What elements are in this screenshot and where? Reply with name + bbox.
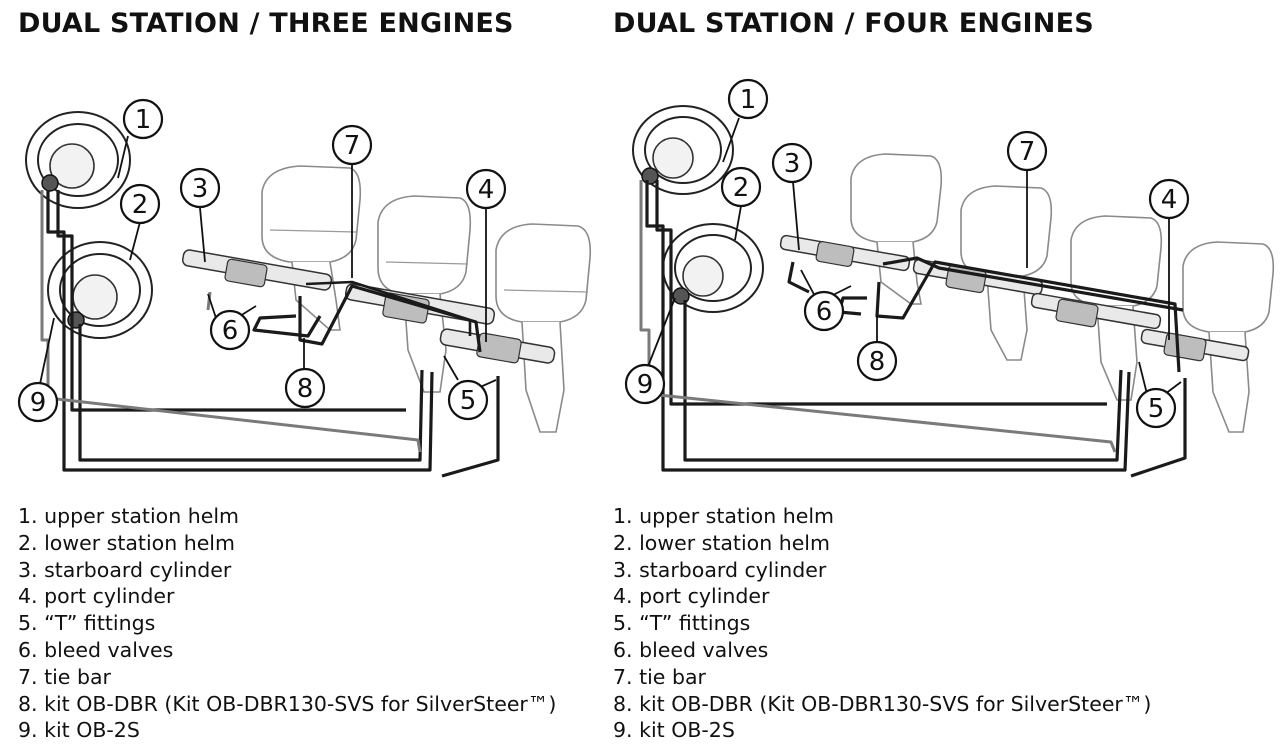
svg-text:4: 4 bbox=[478, 175, 495, 205]
three-engine-diagram: 1 2 3 4 5 6 7 8 9 bbox=[17, 98, 592, 478]
legend-item: 1. upper station helm bbox=[18, 504, 239, 528]
callout-5: 5 bbox=[1135, 387, 1177, 429]
svg-text:2: 2 bbox=[733, 173, 750, 203]
outboard-engine bbox=[960, 185, 1053, 361]
outboard-engine bbox=[1182, 241, 1275, 433]
svg-text:4: 4 bbox=[1161, 185, 1178, 215]
legend-item: 8. kit OB-DBR (Kit OB-DBR130-SVS for Sil… bbox=[613, 691, 1152, 716]
legend-item: 8. kit OB-DBR (Kit OB-DBR130-SVS for Sil… bbox=[18, 691, 557, 716]
callout-7: 7 bbox=[331, 124, 373, 166]
legend-list: 1. upper station helm 2. lower station h… bbox=[613, 503, 1151, 744]
upper-helm bbox=[632, 105, 734, 195]
legend-item: 1. upper station helm bbox=[613, 504, 834, 528]
callout-4: 4 bbox=[465, 168, 507, 210]
legend-item: 7. tie bar bbox=[613, 664, 706, 689]
callout-6: 6 bbox=[209, 309, 251, 351]
callout-5: 5 bbox=[447, 379, 489, 421]
callout-6: 6 bbox=[803, 290, 845, 332]
lower-helm bbox=[662, 223, 764, 313]
legend-item: 9. kit OB-2S bbox=[613, 718, 735, 743]
svg-text:5: 5 bbox=[1148, 394, 1165, 424]
panel-three-engines: DUAL STATION / THREE ENGINES bbox=[0, 0, 620, 750]
svg-text:2: 2 bbox=[132, 190, 149, 220]
legend-item: 9. kit OB-2S bbox=[18, 718, 140, 743]
callout-7: 7 bbox=[1006, 130, 1048, 172]
callout-8: 8 bbox=[284, 367, 326, 409]
callout-2: 2 bbox=[119, 183, 161, 225]
svg-text:8: 8 bbox=[869, 347, 886, 377]
legend-item: 6. bleed valves bbox=[613, 637, 769, 662]
svg-text:9: 9 bbox=[30, 388, 47, 418]
panel-title: DUAL STATION / FOUR ENGINES bbox=[613, 8, 1094, 39]
svg-text:1: 1 bbox=[135, 105, 152, 135]
callout-9: 9 bbox=[17, 381, 59, 423]
svg-text:3: 3 bbox=[784, 149, 801, 179]
legend-item: 6. bleed valves bbox=[18, 637, 174, 662]
four-engine-diagram: 1 2 3 4 5 6 7 8 9 bbox=[624, 78, 1275, 478]
outboard-engine bbox=[495, 223, 592, 433]
panel-title: DUAL STATION / THREE ENGINES bbox=[18, 8, 514, 39]
legend-item: 5. “T” fittings bbox=[613, 611, 751, 636]
panel-four-engines: DUAL STATION / FOUR ENGINES bbox=[595, 0, 1280, 750]
svg-text:3: 3 bbox=[192, 174, 209, 204]
svg-text:8: 8 bbox=[297, 374, 314, 404]
svg-text:5: 5 bbox=[460, 386, 477, 416]
tie-bar bbox=[305, 280, 472, 336]
starboard-cylinder bbox=[779, 234, 911, 272]
outboard-engine bbox=[1070, 215, 1163, 401]
legend-item: 5. “T” fittings bbox=[18, 611, 156, 636]
callout-9: 9 bbox=[624, 363, 666, 405]
callout-4: 4 bbox=[1148, 178, 1190, 220]
legend-item: 3. starboard cylinder bbox=[613, 557, 827, 582]
legend-item: 4. port cylinder bbox=[18, 584, 175, 609]
callout-1: 1 bbox=[122, 98, 164, 140]
svg-text:6: 6 bbox=[222, 316, 239, 346]
svg-text:7: 7 bbox=[1019, 137, 1036, 167]
svg-text:6: 6 bbox=[816, 297, 833, 327]
outboard-engine bbox=[850, 153, 943, 305]
legend-list: 1. upper station helm 2. lower station h… bbox=[18, 503, 556, 744]
callout-3: 3 bbox=[771, 142, 813, 184]
svg-text:9: 9 bbox=[637, 370, 654, 400]
legend-item: 2. lower station helm bbox=[613, 530, 830, 555]
legend-item: 4. port cylinder bbox=[613, 584, 770, 609]
legend-item: 3. starboard cylinder bbox=[18, 557, 232, 582]
legend-item: 2. lower station helm bbox=[18, 530, 235, 555]
port-cylinder bbox=[439, 328, 556, 364]
legend-item: 7. tie bar bbox=[18, 664, 111, 689]
svg-text:1: 1 bbox=[740, 85, 757, 115]
outboard-engine bbox=[261, 165, 362, 331]
callout-3: 3 bbox=[179, 167, 221, 209]
callout-1: 1 bbox=[727, 78, 769, 120]
upper-helm bbox=[25, 111, 131, 209]
center-cylinder bbox=[1030, 292, 1162, 330]
callout-8: 8 bbox=[856, 340, 898, 382]
callout-2: 2 bbox=[720, 166, 762, 208]
svg-text:7: 7 bbox=[344, 131, 361, 161]
hydraulic-hoses bbox=[40, 190, 500, 478]
